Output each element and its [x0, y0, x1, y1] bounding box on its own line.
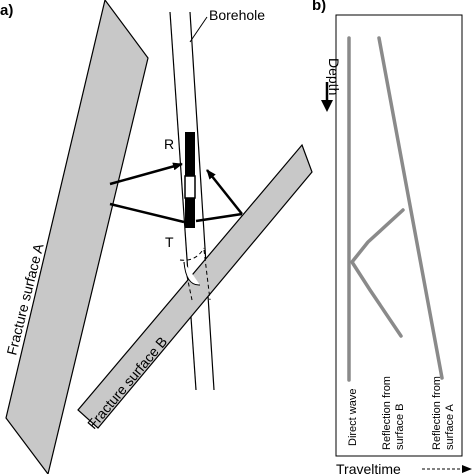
fracture-surface-a: [5, 0, 149, 474]
panel-a: a) Borehole R T: [0, 0, 313, 474]
ray-path-surface-b: [195, 169, 243, 223]
reflection-b-trace: [350, 208, 405, 338]
receiver-label: R: [164, 136, 174, 152]
transmitter-label: T: [165, 234, 174, 250]
panel-b-label: b): [312, 0, 326, 14]
svg-text:surface A: surface A: [444, 403, 456, 450]
antenna-gap: [184, 175, 196, 199]
traveltime-arrow: [422, 465, 472, 473]
receiver-antenna: [185, 132, 195, 176]
borehole-label: Borehole: [209, 7, 265, 23]
svg-text:Reflection from: Reflection from: [381, 376, 393, 450]
panel-b: b) Depth Traveltime Direct wave Reflecti…: [312, 0, 472, 474]
reflection-a-trace: [377, 36, 444, 380]
legend-reflection-a: Reflection from surface A: [431, 376, 456, 450]
ray-path-surface-a: [109, 162, 185, 224]
transmitter-antenna: [185, 198, 195, 228]
svg-text:surface B: surface B: [394, 404, 406, 450]
panel-b-frame: [335, 14, 463, 457]
panel-a-label: a): [0, 2, 13, 19]
fracture-surface-b: [77, 143, 313, 429]
borehole-front-segment: [179, 247, 211, 301]
legend-reflection-b: Reflection from surface B: [381, 376, 406, 450]
borehole: [169, 11, 215, 391]
antenna-tool: [184, 132, 196, 228]
svg-text:Reflection from: Reflection from: [431, 376, 443, 450]
surface-b-label: Fracture surface B: [84, 333, 170, 431]
borehole-leader: [189, 16, 208, 43]
traveltime-label: Traveltime: [336, 461, 401, 474]
depth-arrow: [321, 82, 333, 112]
legend-direct-wave: Direct wave: [347, 389, 359, 446]
depth-label: Depth: [326, 58, 342, 95]
